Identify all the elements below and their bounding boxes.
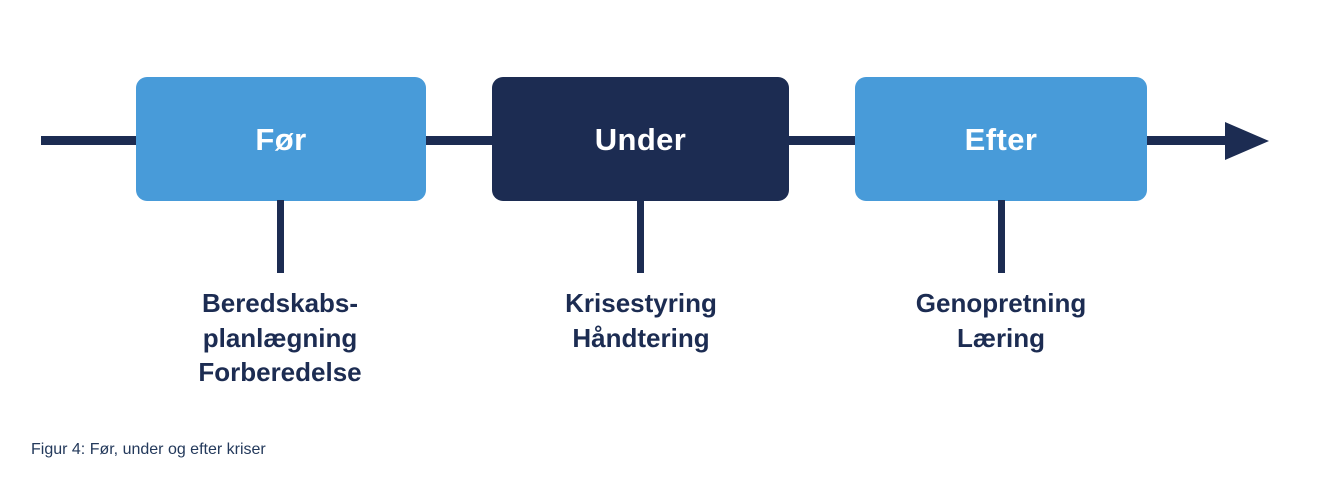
timeline-arrowhead-icon [1225,122,1269,160]
phase-box-label-foer: Før [255,121,307,157]
phase-connector-stem-foer [277,200,284,273]
phase-box-efter: Efter [855,77,1147,201]
phase-activities-efter: Genopretning Læring [915,288,1087,353]
phase-connector-stem-under [637,200,644,273]
phase-box-label-under: Under [594,121,687,157]
figure-caption: Figur 4: Før, under og efter kriser [31,441,266,458]
phase-box-label-efter: Efter [964,121,1038,157]
phase-activities-under: Krisestyring Håndtering [565,288,717,353]
phase-box-under: Under [492,77,789,201]
phase-box-foer: Før [136,77,426,201]
phase-connector-stem-efter [998,200,1005,273]
phase-activities-foer: Beredskabs- planlægning Forberedelse [198,288,362,388]
